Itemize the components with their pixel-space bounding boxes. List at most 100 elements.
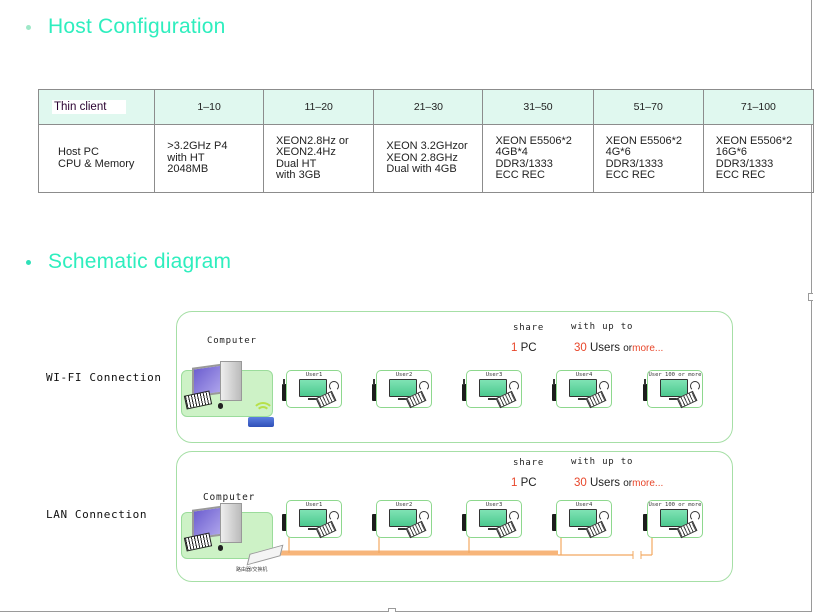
pc-count: 1 <box>511 477 518 489</box>
more-text: more... <box>632 343 664 354</box>
header-cell: 51–70 <box>592 89 704 125</box>
thin-client-device-icon <box>372 514 379 531</box>
spec-text: >3.2GHz P4 with HT 2048MB <box>167 140 228 176</box>
table-row-host-pc: Host PC CPU & Memory >3.2GHz P4 with HT … <box>37 124 814 193</box>
thin-client-label: Thin client <box>52 100 127 114</box>
monitor-icon <box>299 379 327 397</box>
monitor-icon <box>389 509 417 527</box>
pc-count: 1 <box>511 342 518 354</box>
spec-text: XEON E5506*2 16G*6 DDR3/1333 ECC REC <box>715 134 793 181</box>
with-up-to-label: with up to <box>571 322 634 332</box>
spec-cell: XEON2.8Hz or XEON2.4Hz Dual HT with 3GB <box>262 124 375 193</box>
mouse-icon <box>218 545 223 551</box>
user-count: 30 <box>574 477 587 489</box>
user-station: User1 <box>286 370 342 409</box>
thin-client-device-icon <box>462 514 469 531</box>
user-station: User3 <box>466 370 522 409</box>
with-up-to-label: with up to <box>571 457 634 467</box>
user-station: User3 <box>466 500 522 539</box>
host-configuration-table: Thin client 1–10 11–20 21–30 31–50 51–70… <box>37 89 814 193</box>
switch-label: 路由器/交换机 <box>236 567 268 573</box>
section-heading-text: Host Configuration <box>48 15 226 38</box>
spec-text: XEON E5506*2 4GB*4 DDR3/1333 ECC REC <box>495 134 572 181</box>
spec-cell: XEON E5506*2 4G*6 DDR3/1333 ECC REC <box>592 124 704 193</box>
thin-client-device-icon <box>372 379 379 401</box>
row-label: Host PC CPU & Memory <box>58 146 135 170</box>
section-heading-text: Schematic diagram <box>48 250 232 273</box>
monitor-stand <box>669 398 679 400</box>
thin-client-device-icon <box>643 379 650 401</box>
user-label: User4 <box>575 372 593 378</box>
user-station: User4 <box>556 370 612 409</box>
resize-handle-right[interactable] <box>808 293 813 301</box>
spec-text: XEON 3.2GHzor XEON 2.8GHz Dual with 4GB <box>386 140 468 176</box>
resize-handle-bottom[interactable] <box>388 608 396 612</box>
user-label: User3 <box>485 502 503 508</box>
monitor-stand <box>398 528 408 530</box>
user-label: User 100 or more <box>648 502 702 508</box>
antenna-icon <box>463 379 465 385</box>
monitor-icon <box>299 509 327 527</box>
row-label-cell: Host PC CPU & Memory <box>37 124 156 193</box>
monitor-stand <box>308 398 318 400</box>
more-text: more... <box>632 478 664 489</box>
page-edge-bottom <box>0 611 812 612</box>
users-unit: Users <box>590 342 621 354</box>
monitor-icon <box>389 379 417 397</box>
monitor-icon <box>660 379 688 397</box>
computer-label: Computer <box>207 336 257 346</box>
user-label: User1 <box>305 502 323 508</box>
share-label: share <box>513 323 545 333</box>
headset-icon <box>329 511 339 521</box>
pc-unit: PC <box>520 477 537 489</box>
section-heading-host-configuration: Host Configuration <box>26 15 226 39</box>
headset-icon <box>599 381 609 391</box>
user-station: User 100 or more <box>647 370 703 409</box>
monitor-icon <box>479 379 507 397</box>
spec-cell: XEON E5506*2 4GB*4 DDR3/1333 ECC REC <box>482 124 594 193</box>
user-label: User2 <box>395 502 413 508</box>
mouse-icon <box>218 403 223 409</box>
thin-client-device-icon <box>462 379 469 401</box>
monitor-stand <box>488 528 498 530</box>
monitor-icon <box>479 509 507 527</box>
user-station: User2 <box>376 500 432 539</box>
pc-count-stat: 1 PC <box>511 342 537 354</box>
computer-label: Computer <box>203 492 256 503</box>
headset-icon <box>690 511 700 521</box>
antenna-icon <box>644 379 646 385</box>
monitor-stand <box>308 528 318 530</box>
headset-icon <box>509 511 519 521</box>
monitor-icon <box>569 509 597 527</box>
user-count-stat: 30 Users ormore... <box>574 477 663 489</box>
thin-client-device-icon <box>282 379 289 401</box>
thin-client-device-icon <box>282 514 289 531</box>
wifi-connection-label: WI-FI Connection <box>46 371 162 384</box>
header-cell-thin-client: Thin client <box>37 89 156 125</box>
antenna-icon <box>283 379 285 385</box>
thin-client-device-icon <box>552 379 559 401</box>
monitor-icon <box>569 379 597 397</box>
spec-text: XEON E5506*2 4G*6 DDR3/1333 ECC REC <box>605 134 683 181</box>
monitor-stand <box>578 398 588 400</box>
user-station: User1 <box>286 500 342 539</box>
pc-tower-icon <box>220 503 242 543</box>
header-cell: 1–10 <box>154 89 264 125</box>
user-station: User 100 or more <box>647 500 703 539</box>
host-computer <box>181 361 273 417</box>
monitor-stand <box>669 528 679 530</box>
users-unit: Users <box>590 477 621 489</box>
bullet-icon <box>26 259 31 265</box>
page-edge-right <box>811 0 812 612</box>
user-label: User 100 or more <box>648 372 702 378</box>
bullet-icon <box>26 24 31 30</box>
headset-icon <box>419 511 429 521</box>
monitor-stand <box>488 398 498 400</box>
spec-cell: XEON 3.2GHzor XEON 2.8GHz Dual with 4GB <box>373 124 484 193</box>
or-text: or <box>623 343 633 354</box>
monitor-icon <box>660 509 688 527</box>
or-text: or <box>623 478 633 489</box>
monitor-stand <box>398 398 408 400</box>
spec-cell: >3.2GHz P4 with HT 2048MB <box>154 124 264 193</box>
header-cell: 71–100 <box>702 89 814 125</box>
